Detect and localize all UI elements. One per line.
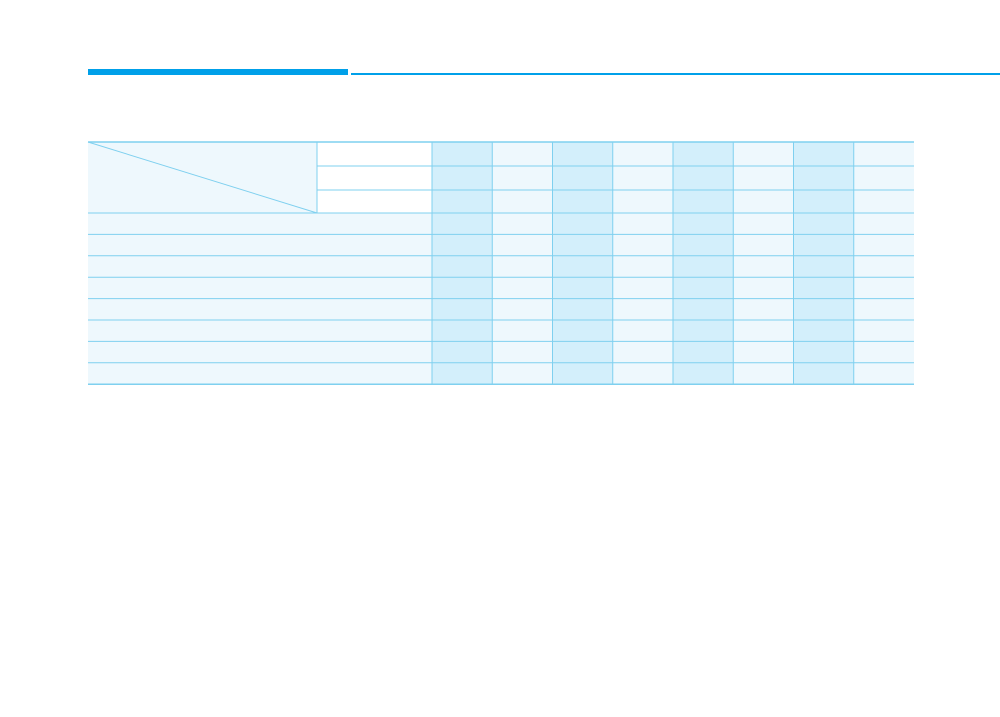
corner-diagonal [87, 141, 318, 214]
header-row-label-cell [317, 166, 432, 190]
body-row-label-cell [88, 320, 432, 342]
header-accent-bar [88, 69, 348, 75]
body-row-label-cell [88, 341, 432, 363]
data-column [673, 142, 734, 385]
body-row-label-cell [88, 234, 432, 256]
data-column [492, 142, 553, 385]
data-column [552, 142, 613, 385]
header-thin-rule [351, 73, 1000, 75]
data-column [793, 142, 854, 385]
body-row-label-cell [88, 362, 432, 385]
data-column [612, 142, 673, 385]
body-row-label-cell [88, 298, 432, 320]
page-header [0, 0, 1000, 80]
data-column [432, 142, 493, 385]
header-row-label-cell [317, 142, 432, 166]
data-column [853, 142, 914, 385]
header-row-label-cell [317, 190, 432, 213]
body-row-label-cell [88, 277, 432, 299]
body-row-label-cell [88, 255, 432, 278]
data-column [733, 142, 794, 385]
body-row-label-cell [88, 213, 432, 235]
header-rule [88, 69, 1000, 75]
